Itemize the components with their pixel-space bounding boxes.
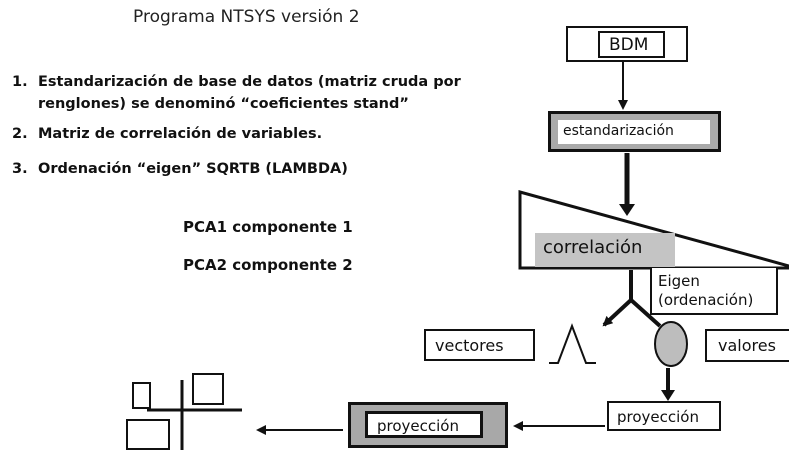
node-bdm-label: BDM [598, 31, 665, 58]
step-2: 2. Matriz de correlación de variables. [12, 124, 322, 144]
correlation-triangle [518, 190, 789, 270]
arrow-to-vectors [602, 298, 633, 327]
node-standardization-label: estandarización [558, 120, 710, 144]
step-text: Matriz de correlación de variables. [38, 126, 323, 142]
values-ellipse [654, 321, 688, 367]
node-eigen: Eigen (ordenación) [650, 268, 778, 315]
node-bdm: BDM [566, 26, 688, 62]
step-text: Estandarización de base de datos (matriz… [38, 74, 461, 90]
node-standardization: estandarización [548, 111, 721, 152]
arrow-head-down [661, 390, 675, 401]
step-number: 1. [12, 74, 28, 90]
node-projection-left-label: proyección [365, 411, 483, 438]
pca2-label: PCA2 componente 2 [183, 256, 353, 274]
projection-plot-icon [126, 373, 242, 450]
arrow-to-values [629, 298, 662, 328]
node-values: valores [705, 329, 789, 362]
step-text: renglones) se denominó “coeficientes sta… [38, 96, 409, 112]
step-text: Ordenación “eigen” SQRTB (LAMBDA) [38, 161, 348, 177]
step-3: 3. Ordenación “eigen” SQRTB (LAMBDA) [12, 159, 348, 179]
arrow-head-thick [619, 204, 635, 216]
node-eigen-line2: (ordenación) [658, 291, 754, 309]
step-number: 3. [12, 161, 28, 177]
diagram-title: Programa NTSYS versión 2 [133, 7, 360, 27]
step-1: 1. Estandarización de base de datos (matr… [12, 72, 461, 92]
node-projection-left: proyección [348, 402, 508, 448]
node-correlation: correlación [535, 233, 675, 267]
pca1-label: PCA1 componente 1 [183, 218, 353, 236]
node-eigen-line1: Eigen [658, 272, 700, 290]
vectors-peak-shape [549, 323, 596, 364]
node-projection-right: proyección [607, 401, 721, 431]
step-number: 2. [12, 126, 28, 142]
step-1-continuation: renglones) se denominó “coeficientes sta… [12, 94, 409, 114]
node-vectors: vectores [424, 329, 535, 361]
